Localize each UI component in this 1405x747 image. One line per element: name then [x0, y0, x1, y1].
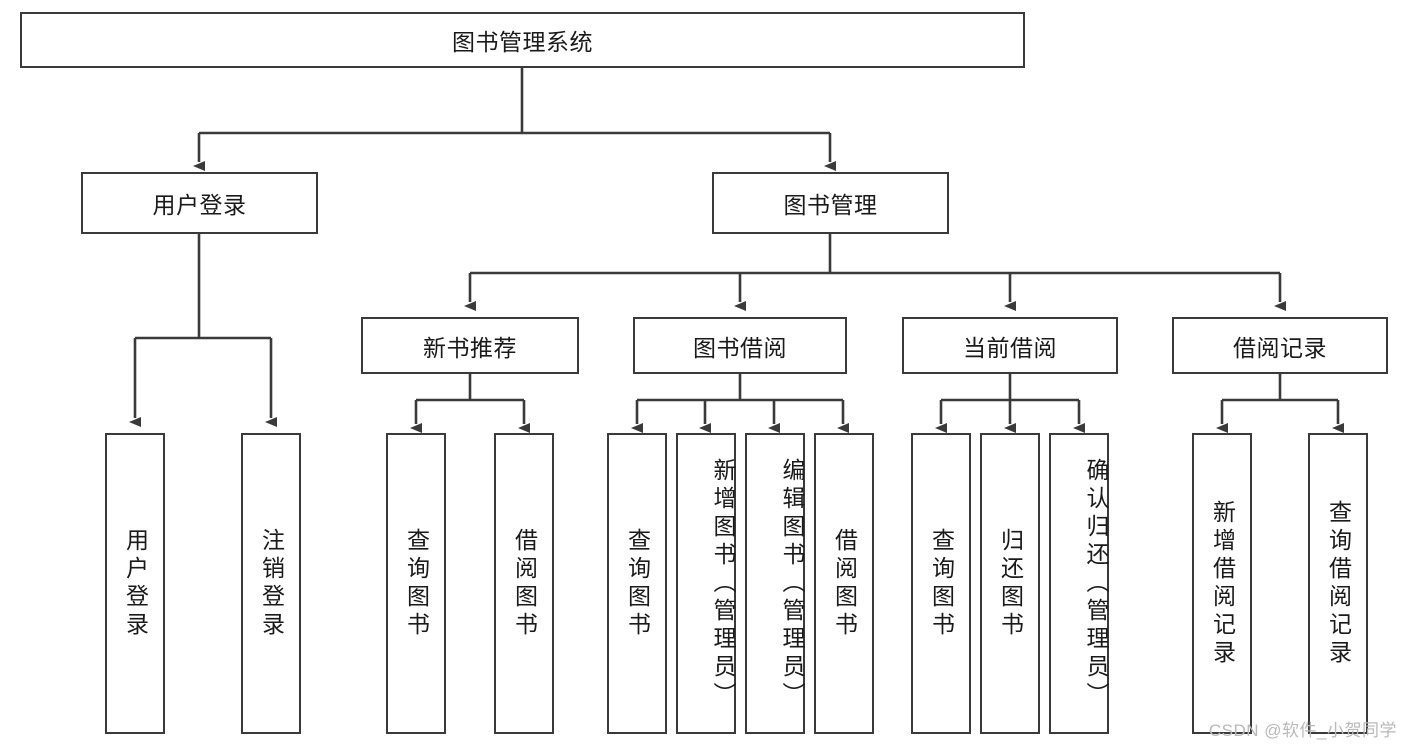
leaf-borrow-book-2-label: 借阅图书 [831, 527, 858, 640]
node-book-borrow[interactable]: 图书借阅 [633, 317, 847, 374]
leaf-query-book-2[interactable]: 查询图书 [607, 433, 667, 734]
node-borrow-record-label: 借阅记录 [1233, 334, 1327, 361]
leaf-query-book-3-label: 查询图书 [928, 527, 955, 640]
node-user-login[interactable]: 用户登录 [81, 172, 318, 234]
node-user-login-label: 用户登录 [152, 192, 247, 218]
node-root-label: 图书管理系统 [452, 29, 593, 55]
node-book-manage[interactable]: 图书管理 [712, 172, 949, 234]
node-book-manage-label: 图书管理 [783, 192, 878, 218]
node-current-borrow[interactable]: 当前借阅 [902, 317, 1118, 374]
leaf-user-login[interactable]: 用户登录 [105, 433, 165, 734]
leaf-edit-book-label: 编辑图书（管理员） [779, 457, 805, 710]
leaf-confirm-return-label: 确认归还（管理员） [1083, 457, 1109, 710]
node-new-book-rec[interactable]: 新书推荐 [361, 317, 579, 374]
leaf-add-book[interactable]: 新增图书（管理员） [676, 433, 736, 734]
node-book-borrow-label: 图书借阅 [693, 334, 787, 361]
leaf-edit-book[interactable]: 编辑图书（管理员） [745, 433, 805, 734]
leaf-add-record-label: 新增借阅记录 [1209, 499, 1236, 668]
node-current-borrow-label: 当前借阅 [963, 334, 1057, 361]
leaf-return-book[interactable]: 归还图书 [980, 433, 1040, 734]
leaf-logout-login-label: 注销登录 [258, 527, 285, 640]
leaf-add-book-label: 新增图书（管理员） [710, 457, 736, 710]
leaf-query-book-1-label: 查询图书 [403, 527, 430, 640]
leaf-query-record-label: 查询借阅记录 [1325, 499, 1352, 668]
leaf-borrow-book-2[interactable]: 借阅图书 [814, 433, 874, 734]
leaf-return-book-label: 归还图书 [997, 527, 1024, 640]
node-new-book-rec-label: 新书推荐 [423, 334, 517, 361]
node-borrow-record[interactable]: 借阅记录 [1172, 317, 1388, 374]
leaf-query-book-1[interactable]: 查询图书 [386, 433, 446, 734]
leaf-query-record[interactable]: 查询借阅记录 [1308, 433, 1368, 734]
leaf-add-record[interactable]: 新增借阅记录 [1192, 433, 1252, 734]
node-root[interactable]: 图书管理系统 [20, 12, 1025, 68]
leaf-query-book-3[interactable]: 查询图书 [911, 433, 971, 734]
csdn-watermark: CSDN @软件_小贺同学 [1208, 721, 1397, 740]
leaf-logout-login[interactable]: 注销登录 [241, 433, 301, 734]
leaf-query-book-2-label: 查询图书 [624, 527, 651, 640]
leaf-confirm-return[interactable]: 确认归还（管理员） [1049, 433, 1109, 734]
leaf-borrow-book-1[interactable]: 借阅图书 [494, 433, 554, 734]
leaf-borrow-book-1-label: 借阅图书 [511, 527, 538, 640]
leaf-user-login-label: 用户登录 [122, 527, 149, 640]
